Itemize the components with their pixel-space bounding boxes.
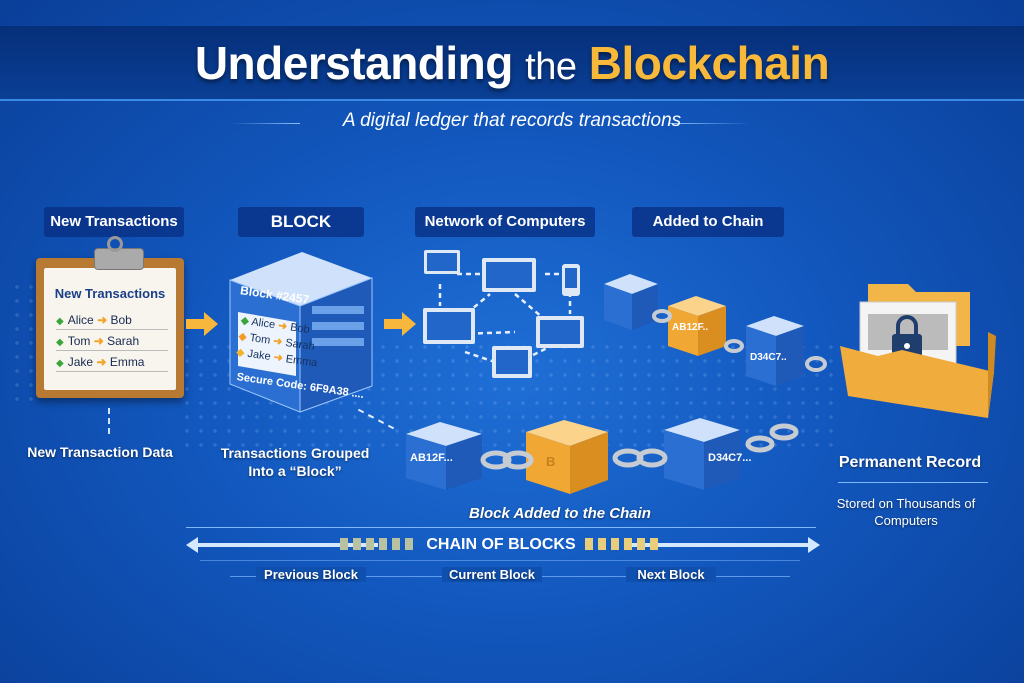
title-part-1: Understanding — [194, 37, 514, 89]
bottom-chain-block-label: B — [546, 454, 556, 469]
dots-decoration — [585, 538, 661, 550]
bottom-chain-block-label: AB12F... — [410, 452, 453, 464]
arrow-left-icon — [186, 537, 198, 553]
laptop-icon — [424, 250, 460, 274]
arrow-right-icon — [384, 312, 416, 336]
divider — [186, 527, 816, 528]
laptop-icon — [536, 316, 584, 348]
section-label-block: BLOCK — [238, 207, 364, 237]
top-chain — [604, 274, 827, 386]
clipboard-transaction: ◆Jake ➜ Emma — [56, 355, 168, 372]
clipboard-transaction: ◆Tom ➜ Sarah — [56, 334, 168, 351]
top-chain-block-label: D34C7.. — [750, 352, 787, 363]
chain-of-blocks-timeline — [186, 537, 820, 553]
title-part-2: the — [525, 46, 577, 88]
clipboard-ring — [107, 236, 123, 252]
section-label-new-transactions: New Transactions — [44, 207, 184, 237]
laptop-icon — [492, 346, 532, 378]
laptop-icon — [423, 308, 475, 344]
clipboard-title: New Transactions — [54, 286, 166, 301]
subtitle-line-left — [230, 123, 300, 124]
bottom-chain-block-label: D34C7... — [708, 452, 752, 464]
folder-lock-icon — [840, 284, 996, 418]
clipboard-transaction: ◆Alice ➜ Bob — [56, 313, 168, 330]
clipboard-icon: New Transactions ◆Alice ➜ Bob ◆Tom ➜ Sar… — [36, 236, 184, 398]
clipboard-clip — [94, 248, 144, 270]
title-highlight: Blockchain — [588, 37, 830, 89]
caption-block-added: Block Added to the Chain — [469, 505, 651, 522]
timeline-label: CHAIN OF BLOCKS — [426, 536, 576, 553]
background-grid-left — [10, 280, 40, 410]
timeline-item-next: Next Block — [626, 567, 716, 582]
caption-permanent-record: Permanent Record — [838, 454, 982, 471]
phone-icon — [562, 264, 580, 296]
block-cube-icon — [229, 252, 373, 413]
timeline-item-previous: Previous Block — [256, 567, 366, 582]
clipboard-paper: New Transactions ◆Alice ➜ Bob ◆Tom ➜ Sar… — [44, 268, 176, 390]
divider — [838, 482, 988, 483]
divider — [200, 560, 800, 561]
subtitle: A digital ledger that records transactio… — [342, 110, 682, 131]
arrow-right-icon — [186, 312, 218, 336]
section-label-added: Added to Chain — [632, 207, 784, 237]
bottom-chain — [406, 418, 799, 494]
top-chain-block-label: AB12F.. — [672, 322, 709, 333]
laptop-icon — [482, 258, 536, 292]
timeline-item-current: Current Block — [442, 567, 542, 582]
caption-new-data: New Transaction Data — [27, 444, 173, 460]
title-bar — [0, 26, 1024, 101]
arrow-right-icon — [808, 537, 820, 553]
connector-line — [108, 408, 110, 434]
dots-decoration — [340, 538, 416, 550]
page-title: Understanding the Blockchain — [0, 36, 1024, 90]
section-label-network: Network of Computers — [415, 207, 595, 237]
